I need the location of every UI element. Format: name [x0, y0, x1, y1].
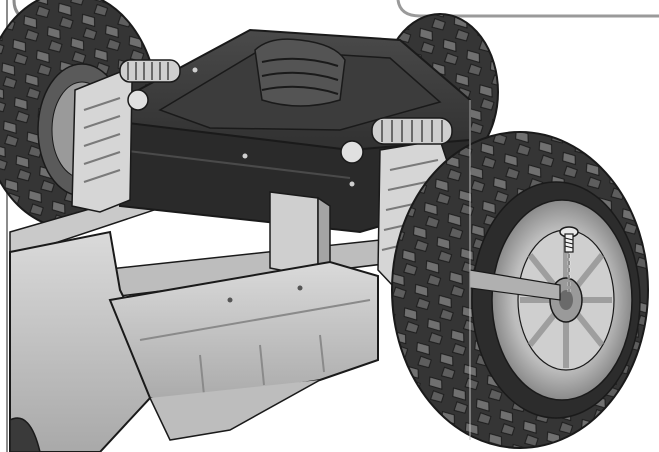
callout-corner-right-icon: [396, 0, 659, 18]
front-left-wheel-hint: [9, 417, 41, 452]
frame-left-border: [0, 0, 7, 452]
center-support: [269, 191, 331, 275]
front-bumper: [9, 230, 379, 452]
screw-icon: [559, 226, 579, 292]
left-suspension-bracket: [71, 59, 181, 213]
